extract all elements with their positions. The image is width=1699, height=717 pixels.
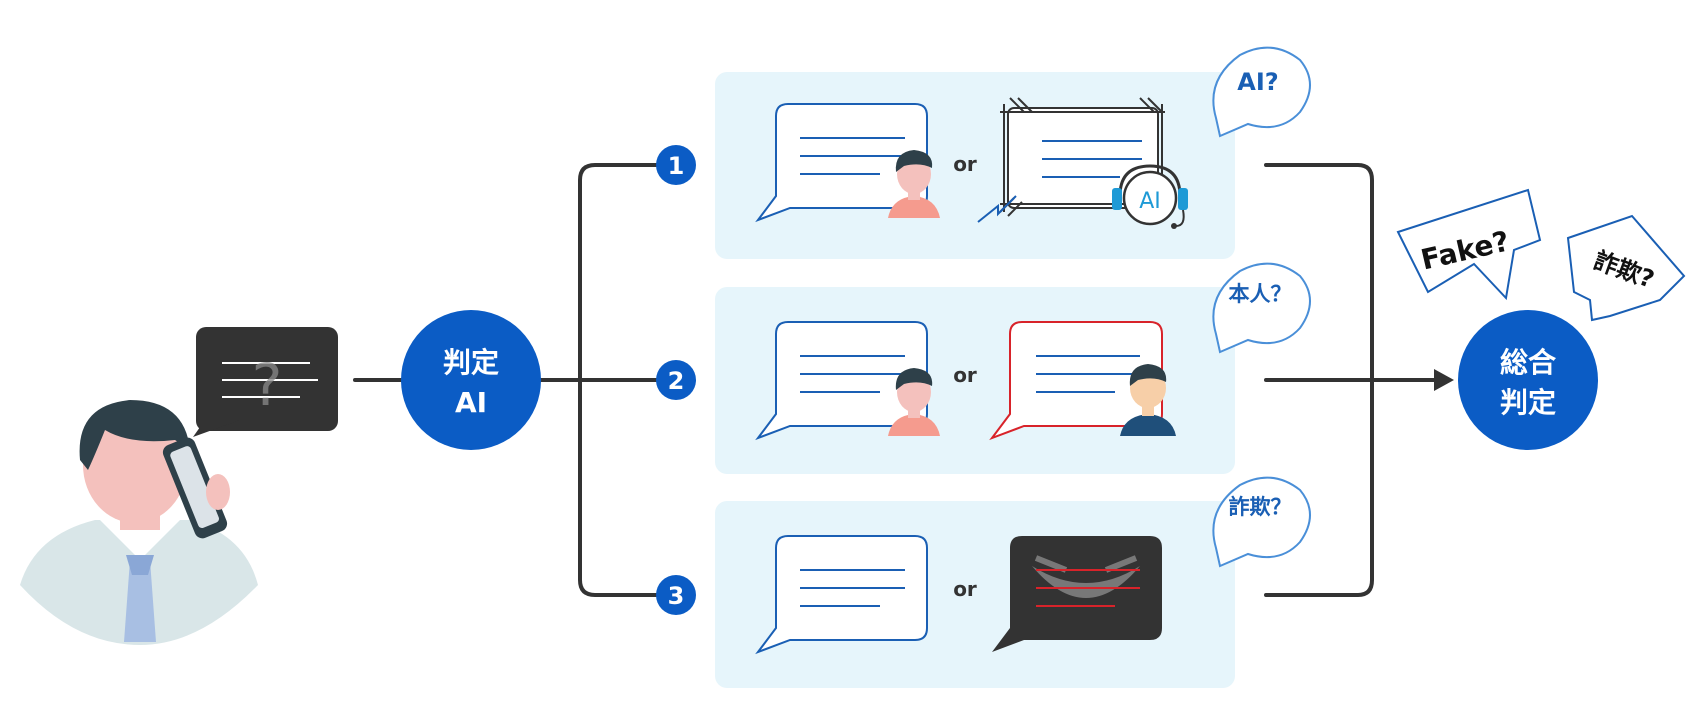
- question-identity-label: 本人？: [1229, 282, 1292, 306]
- overall-label-line2: 判定: [1500, 386, 1556, 419]
- evil-grin-icon: [1032, 566, 1140, 598]
- or-label-2: or: [953, 363, 977, 387]
- woman-avatar-icon: [888, 150, 940, 218]
- step-number-1: 1: [668, 152, 685, 180]
- ai-badge-label: AI: [1139, 189, 1161, 214]
- fraud-tag: 詐欺?: [1566, 214, 1686, 322]
- step-badge-2: [656, 360, 696, 400]
- man-avatar-icon: [1120, 364, 1176, 436]
- unknown-call-bubble: ?: [193, 327, 338, 437]
- overall-judgment-node: [1458, 310, 1598, 450]
- judge-ai-label-line2: AI: [455, 386, 487, 419]
- step-number-3: 3: [668, 582, 685, 610]
- or-label-1: or: [953, 152, 977, 176]
- question-bubble-identity: 本人？: [1212, 262, 1311, 354]
- woman-avatar-icon-2: [888, 368, 940, 436]
- judge-ai-node: [401, 310, 541, 450]
- normal-speech-bubble: [755, 535, 928, 655]
- question-fraud-label: 詐欺？: [1229, 495, 1292, 519]
- step-badge-1: [656, 145, 696, 185]
- connector-lines: [353, 163, 1440, 597]
- ai-headset-icon: AI: [1112, 164, 1188, 229]
- judge-ai-label-line1: 判定: [443, 346, 499, 379]
- fake-tag: Fake?: [1396, 188, 1542, 301]
- overall-label-line1: 総合: [1500, 346, 1557, 379]
- arrow-head: [1434, 369, 1454, 391]
- question-bubble-ai: AI?: [1212, 46, 1311, 138]
- question-bubble-fraud: 詐欺？: [1212, 476, 1311, 568]
- caller-person: [15, 395, 265, 645]
- or-label-3: or: [953, 577, 977, 601]
- question-mark-icon: ?: [252, 351, 283, 419]
- step-badge-3: [656, 575, 696, 615]
- step-number-2: 2: [668, 367, 685, 395]
- question-ai-label: AI?: [1237, 68, 1278, 96]
- fraud-speech-bubble: [992, 536, 1162, 652]
